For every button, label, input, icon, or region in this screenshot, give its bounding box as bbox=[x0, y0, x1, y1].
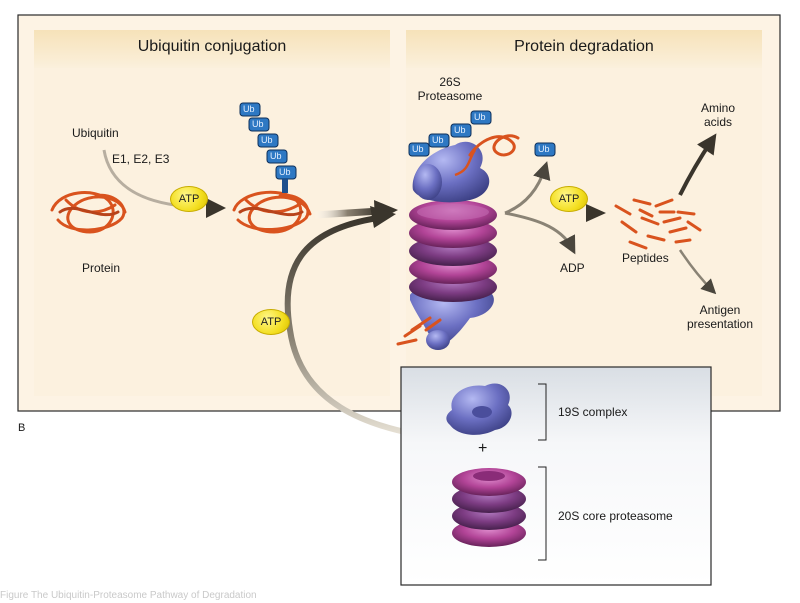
plus-sign: + bbox=[478, 440, 488, 457]
protein-label: Protein bbox=[82, 261, 121, 275]
ubiquitinated-protein-icon bbox=[232, 190, 312, 234]
proteasome-ub-chain bbox=[408, 110, 492, 157]
ub-label-3: Ub bbox=[261, 135, 273, 145]
inset-panel bbox=[400, 366, 712, 586]
atp-badge-conjugation: ATP bbox=[170, 186, 208, 212]
footer-caption: Figure The Ubiquitin-Proteasome Pathway … bbox=[0, 590, 257, 601]
complex-19s-icon bbox=[446, 383, 512, 435]
complex-19s-label: 19S complex bbox=[558, 405, 628, 419]
ub-label-6: Ub bbox=[412, 144, 424, 154]
ub-label-2: Ub bbox=[252, 119, 264, 129]
ub-label-1: Ub bbox=[243, 104, 255, 114]
bracket-20s bbox=[538, 466, 547, 561]
core-20s-icon bbox=[452, 468, 526, 547]
core-20s-label: 20S core proteasome bbox=[558, 509, 673, 523]
antigen-label-1: Antigen bbox=[699, 303, 741, 317]
atp-badge-degradation: ATP bbox=[550, 186, 588, 212]
left-panel-title: Ubiquitin conjugation bbox=[137, 38, 287, 55]
proteasome-26s-label: 26S bbox=[439, 75, 461, 89]
ub-label-5: Ub bbox=[279, 167, 291, 177]
atp-badge-assembly: ATP bbox=[252, 309, 290, 335]
ubiquitin-label: Ubiquitin bbox=[72, 126, 119, 140]
ub-label-7: Ub bbox=[432, 135, 444, 145]
antigen-arrow bbox=[678, 249, 717, 295]
to-proteasome-arrow bbox=[314, 207, 381, 219]
assembly-curve-arrowhead bbox=[370, 206, 396, 228]
peptides-label: Peptides bbox=[622, 251, 669, 265]
proteasome-word-label: Proteasome bbox=[417, 89, 483, 103]
conjugation-arrowhead bbox=[206, 198, 226, 218]
ub-label-8: Ub bbox=[454, 125, 466, 135]
panel-letter: B bbox=[18, 422, 26, 434]
assembly-curve-arrow bbox=[284, 215, 456, 443]
protein-tangle-icon bbox=[50, 191, 127, 234]
released-ub-icon bbox=[534, 142, 556, 157]
enzymes-label: E1, E2, E3 bbox=[112, 152, 170, 166]
proteasome-26s-icon bbox=[396, 134, 520, 350]
ub-label-released: Ub bbox=[538, 144, 550, 154]
left-header-band bbox=[34, 30, 390, 68]
ub-chain bbox=[239, 102, 297, 193]
right-panel-title: Protein degradation bbox=[514, 38, 654, 55]
peptides-icon bbox=[614, 198, 702, 250]
adp-label: ADP bbox=[560, 261, 585, 275]
to-peptides-arrowhead bbox=[586, 204, 606, 222]
right-header-band bbox=[406, 30, 762, 68]
bracket-19s bbox=[538, 383, 547, 441]
ubiquitin-curve bbox=[102, 149, 176, 207]
amino-acids-arrow bbox=[678, 133, 717, 196]
amino-acids-label-1: Amino bbox=[700, 101, 735, 115]
antigen-label-2: presentation bbox=[686, 317, 754, 331]
amino-acids-label-2: acids bbox=[703, 115, 732, 129]
ub-label-9: Ub bbox=[474, 112, 486, 122]
ub-label-4: Ub bbox=[270, 151, 282, 161]
